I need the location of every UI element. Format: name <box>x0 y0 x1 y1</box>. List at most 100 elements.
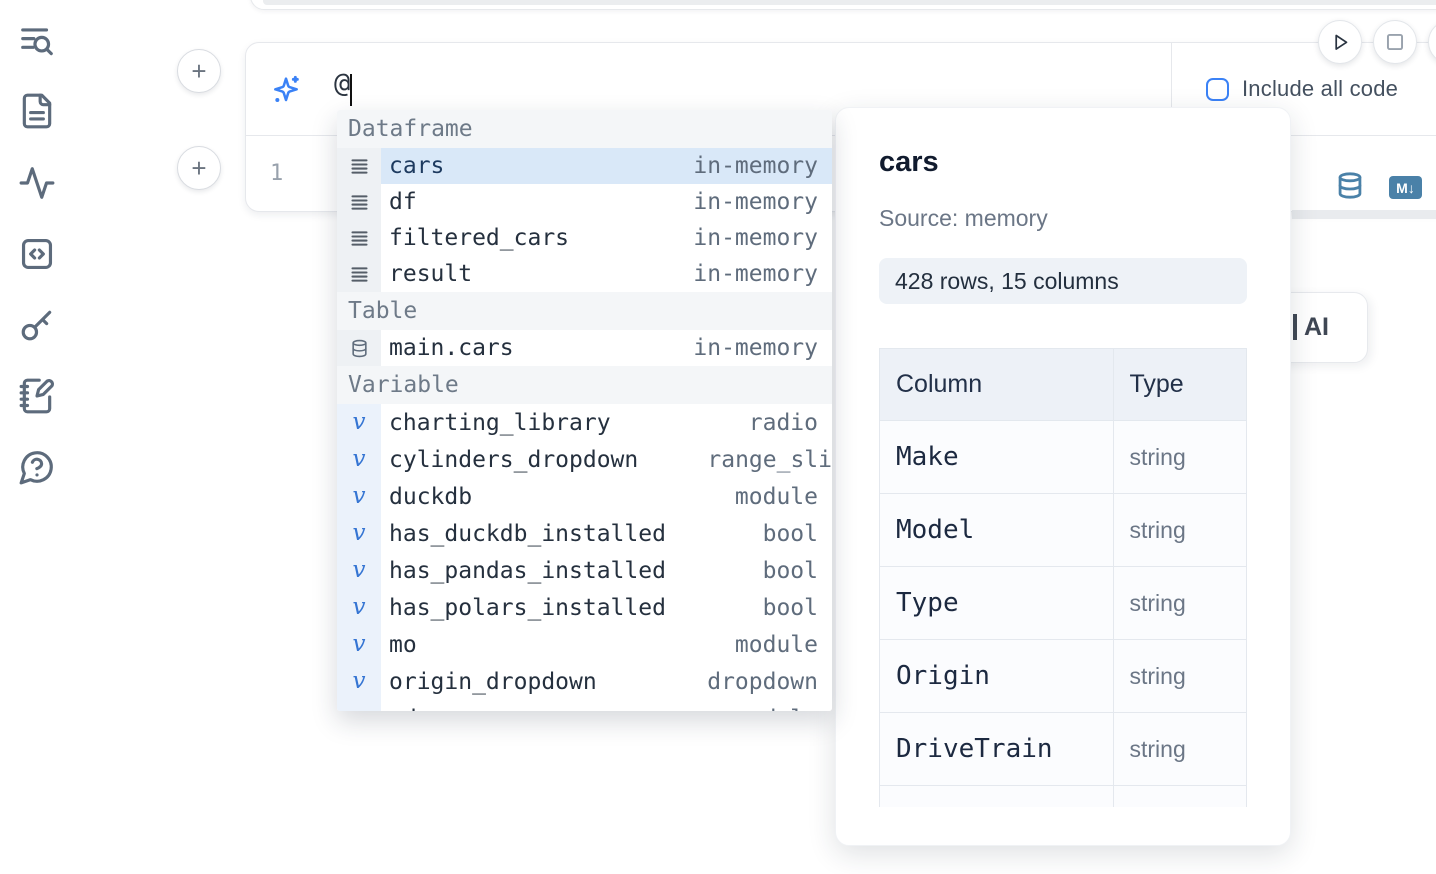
column-name: DriveTrain <box>896 734 1053 764</box>
item-type: in-memory <box>693 189 818 215</box>
sparkles-icon <box>270 74 302 106</box>
file-text-icon[interactable] <box>18 92 56 130</box>
column-header: Type <box>1112 348 1247 421</box>
variable-icon: v <box>352 446 366 472</box>
variable-icon: v <box>352 557 366 583</box>
item-name: has_polars_installed <box>389 594 666 621</box>
add-cell-button-bottom[interactable]: + <box>177 146 221 190</box>
previous-cell-clipped <box>250 0 1436 10</box>
item-type: in-memory <box>693 153 818 179</box>
variable-icon: v <box>352 409 366 435</box>
include-all-code-checkbox[interactable] <box>1206 77 1229 101</box>
autocomplete-section-header: Variable <box>337 366 832 404</box>
item-type: in-memory <box>693 261 818 287</box>
activity-icon[interactable] <box>18 164 56 202</box>
item-type: in-memory <box>693 225 818 251</box>
play-icon <box>1335 34 1348 50</box>
autocomplete-item-has_duckdb_installed[interactable]: v has_duckdb_installed bool <box>337 515 832 552</box>
column-type: string <box>1129 589 1186 616</box>
dataframe-preview-panel: cars Source: memory 428 rows, 15 columns… <box>835 107 1291 846</box>
autocomplete-section-header: Dataframe <box>337 110 832 148</box>
divider <box>1171 43 1172 136</box>
variable-icon: v <box>337 515 381 552</box>
item-name: cars <box>389 153 445 179</box>
variable-icon: v <box>337 626 381 663</box>
item-type: bool <box>762 557 818 584</box>
table-row-clipped <box>879 785 1247 807</box>
item-type: bool <box>762 520 818 547</box>
table-icon <box>337 330 381 366</box>
ai-prompt-input[interactable]: @ <box>334 68 351 99</box>
preview-shape-badge: 428 rows, 15 columns <box>879 258 1247 304</box>
item-name: origin_dropdown <box>389 668 597 695</box>
variable-icon: v <box>337 441 381 478</box>
run-button[interactable] <box>1318 20 1362 64</box>
item-type: module <box>734 631 818 658</box>
autocomplete-item-has_polars_installed[interactable]: v has_polars_installed bool <box>337 589 832 626</box>
output-strip-clipped <box>1292 210 1436 219</box>
autocomplete-item-cylinders_dropdown[interactable]: v cylinders_dropdown range_sli <box>337 441 832 478</box>
table-row: DriveTrain string <box>879 712 1247 786</box>
variable-icon: v <box>337 589 381 626</box>
item-type: range_sli <box>707 446 832 473</box>
dataframe-icon <box>337 256 381 292</box>
add-cell-button-top[interactable]: + <box>177 49 221 93</box>
notebook-pen-icon[interactable] <box>18 377 56 415</box>
item-name: cylinders_dropdown <box>389 446 639 473</box>
table-row: Type string <box>879 566 1247 640</box>
key-icon[interactable] <box>18 306 56 344</box>
variable-icon: v <box>352 631 366 657</box>
item-name: charting_library <box>389 409 611 436</box>
preview-title: cars <box>879 146 939 178</box>
stop-icon <box>1386 33 1404 51</box>
autocomplete-item-cars[interactable]: cars in-memory <box>337 148 832 184</box>
column-name: Type <box>896 588 959 618</box>
dataframe-icon <box>337 184 381 220</box>
column-name: Model <box>896 515 975 545</box>
item-type: module <box>734 483 818 510</box>
autocomplete-item-filtered_cars[interactable]: filtered_cars in-memory <box>337 220 832 256</box>
variable-icon: v <box>337 700 381 711</box>
item-name: filtered_cars <box>389 225 570 251</box>
dataframe-icon <box>337 220 381 256</box>
variable-icon: v <box>352 520 366 546</box>
variable-icon: v <box>337 663 381 700</box>
help-chat-icon[interactable] <box>18 448 56 486</box>
item-type: bool <box>762 594 818 621</box>
code-snippets-icon[interactable] <box>18 235 56 273</box>
stop-button[interactable] <box>1373 20 1417 64</box>
item-type: module <box>735 706 818 712</box>
autocomplete-item-pd[interactable]: v pd module <box>337 700 832 711</box>
column-type: string <box>1129 662 1186 689</box>
variable-icon: v <box>337 552 381 589</box>
autocomplete-section-header: Table <box>337 292 832 330</box>
item-name: has_duckdb_installed <box>389 520 666 547</box>
variable-icon: v <box>352 483 366 509</box>
markdown-icon[interactable]: M↓ <box>1389 176 1422 199</box>
previous-cell-output <box>263 0 1436 5</box>
variable-icon: v <box>352 668 366 694</box>
item-type: in-memory <box>693 335 818 361</box>
variable-icon: v <box>352 594 366 620</box>
column-type: string <box>1129 516 1186 543</box>
column-type: string <box>1129 735 1186 762</box>
ai-card-label: AI <box>1304 313 1329 341</box>
list-search-icon[interactable] <box>18 22 56 60</box>
column-header: Column <box>879 348 1114 421</box>
clipped-letter <box>1293 314 1297 340</box>
variable-icon: v <box>337 478 381 515</box>
variable-icon: v <box>353 707 366 712</box>
item-name: pd <box>389 706 417 712</box>
variable-icon: v <box>337 404 381 441</box>
database-icon[interactable] <box>1336 170 1364 201</box>
